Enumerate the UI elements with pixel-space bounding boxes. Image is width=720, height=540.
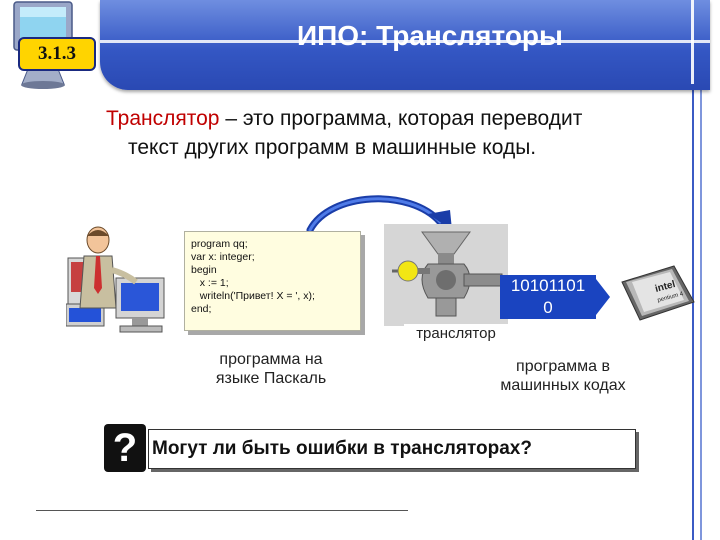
question-text: Могут ли быть ошибки в трансляторах? xyxy=(152,438,532,460)
caption-machine-code: программа в машинных кодах xyxy=(478,357,648,395)
code-line: end; xyxy=(191,303,211,315)
binary-output-arrow: 10101101 0 xyxy=(500,275,596,319)
code-line: x := 1; xyxy=(191,277,229,289)
caption-pascal: программа на языке Паскаль xyxy=(196,350,346,388)
pascal-code-panel: program qq; var x: integer; begin x := 1… xyxy=(184,231,361,331)
definition-line2: текст других программ в машинные коды. xyxy=(106,133,686,162)
definition-term: Транслятор xyxy=(106,107,219,130)
title-vline xyxy=(691,0,694,84)
caption-translator: транслятор xyxy=(404,324,508,343)
caption-machine-line2: машинных кодах xyxy=(478,376,648,395)
binary-line2: 0 xyxy=(500,297,596,319)
definition-line1-rest: – это программа, которая переводит xyxy=(219,107,582,130)
caption-pascal-line1: программа на xyxy=(196,350,346,369)
section-number-badge: 3.1.3 xyxy=(18,37,96,71)
code-line: begin xyxy=(191,264,217,276)
caption-machine-line1: программа в xyxy=(478,357,648,376)
programmer-at-computer-icon xyxy=(66,226,186,336)
code-line: var x: integer; xyxy=(191,251,255,263)
binary-line1: 10101101 xyxy=(500,275,596,297)
question-mark-icon: ? xyxy=(104,424,146,472)
slide-title: ИПО: Трансляторы xyxy=(190,20,670,52)
definition-text: Транслятор – это программа, которая пере… xyxy=(106,104,686,162)
processor-chip-icon: intel pentium 4 xyxy=(612,262,698,324)
footer-divider xyxy=(36,510,408,511)
binary-arrow-head xyxy=(596,279,610,315)
side-decor-line-2 xyxy=(700,70,702,540)
code-line: writeln('Привет! X = ', x); xyxy=(191,290,315,302)
caption-pascal-line2: языке Паскаль xyxy=(196,369,346,388)
code-line: program qq; xyxy=(191,238,248,250)
